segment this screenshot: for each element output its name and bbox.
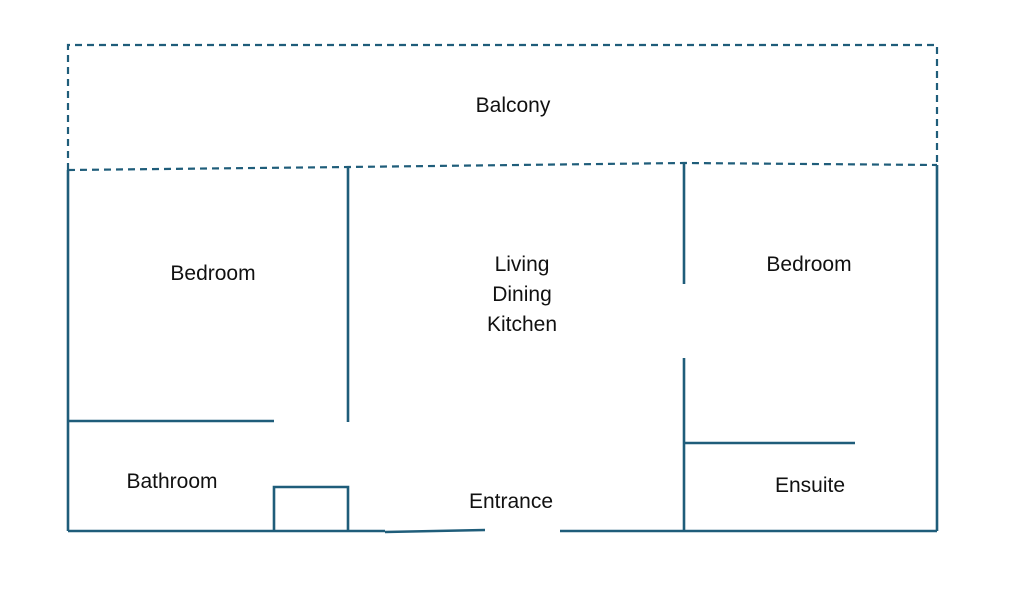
room-label-bedroom-right: Bedroom [766,253,851,276]
room-label-balcony: Balcony [476,94,551,117]
bathroom-cabinet [272,485,350,531]
balcony-boundary [66,43,939,170]
room-label-bathroom: Bathroom [126,470,217,493]
room-labels: Balcony Bedroom Living Dining Kitchen Be… [126,94,851,513]
walls [66,163,939,534]
room-label-ensuite: Ensuite [775,474,845,497]
room-label-entrance: Entrance [469,490,553,513]
room-label-kitchen: Kitchen [487,313,557,336]
room-label-living: Living [495,253,550,276]
room-label-dining: Dining [492,283,552,306]
balcony-separator [67,161,938,172]
balcony-outline [66,43,939,172]
bottom-wall-middle [384,528,486,534]
room-label-bedroom-left: Bedroom [170,262,255,285]
